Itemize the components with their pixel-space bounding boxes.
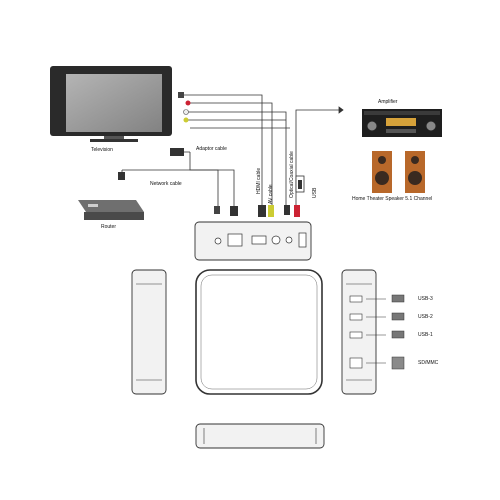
- cable-connectors: [118, 92, 300, 217]
- speaker-icon: [372, 151, 425, 193]
- av-cable-label: AV cable: [268, 184, 274, 204]
- speakers-label: Home Theater Speaker 5.1 Channel: [352, 196, 433, 202]
- usb2-label: USB-2: [418, 314, 433, 320]
- adaptor-cable-label: Adaptor cable: [196, 146, 227, 152]
- sd-mmc-label: SD/MMC: [418, 360, 439, 366]
- media-box-left-side: [131, 269, 167, 395]
- sd-card-icon: [391, 356, 405, 370]
- router-icon: [78, 200, 144, 220]
- usb-drive-icon: [295, 175, 305, 193]
- media-box-top: [195, 269, 323, 395]
- amplifier-icon: [362, 109, 442, 137]
- usb-drive-icon: [391, 294, 405, 339]
- hdmi-cable-label: HDMI cable: [256, 167, 262, 194]
- router-label: Router: [101, 224, 117, 230]
- television-label: Television: [91, 147, 113, 153]
- media-box-right-side: [341, 269, 377, 395]
- usb1-label: USB-1: [418, 332, 433, 338]
- media-box-back-panel: [194, 221, 312, 261]
- usb-label: USB: [312, 187, 318, 198]
- media-box-front: [195, 423, 325, 449]
- port-leaders: [366, 298, 386, 364]
- amplifier-label: Amplifier: [378, 99, 398, 105]
- tv-icon: [50, 66, 172, 142]
- usb3-label: USB-3: [418, 296, 433, 302]
- network-cable-label: Network cable: [150, 181, 182, 187]
- optical-cable-label: Optical/Coaxial cable: [289, 151, 295, 198]
